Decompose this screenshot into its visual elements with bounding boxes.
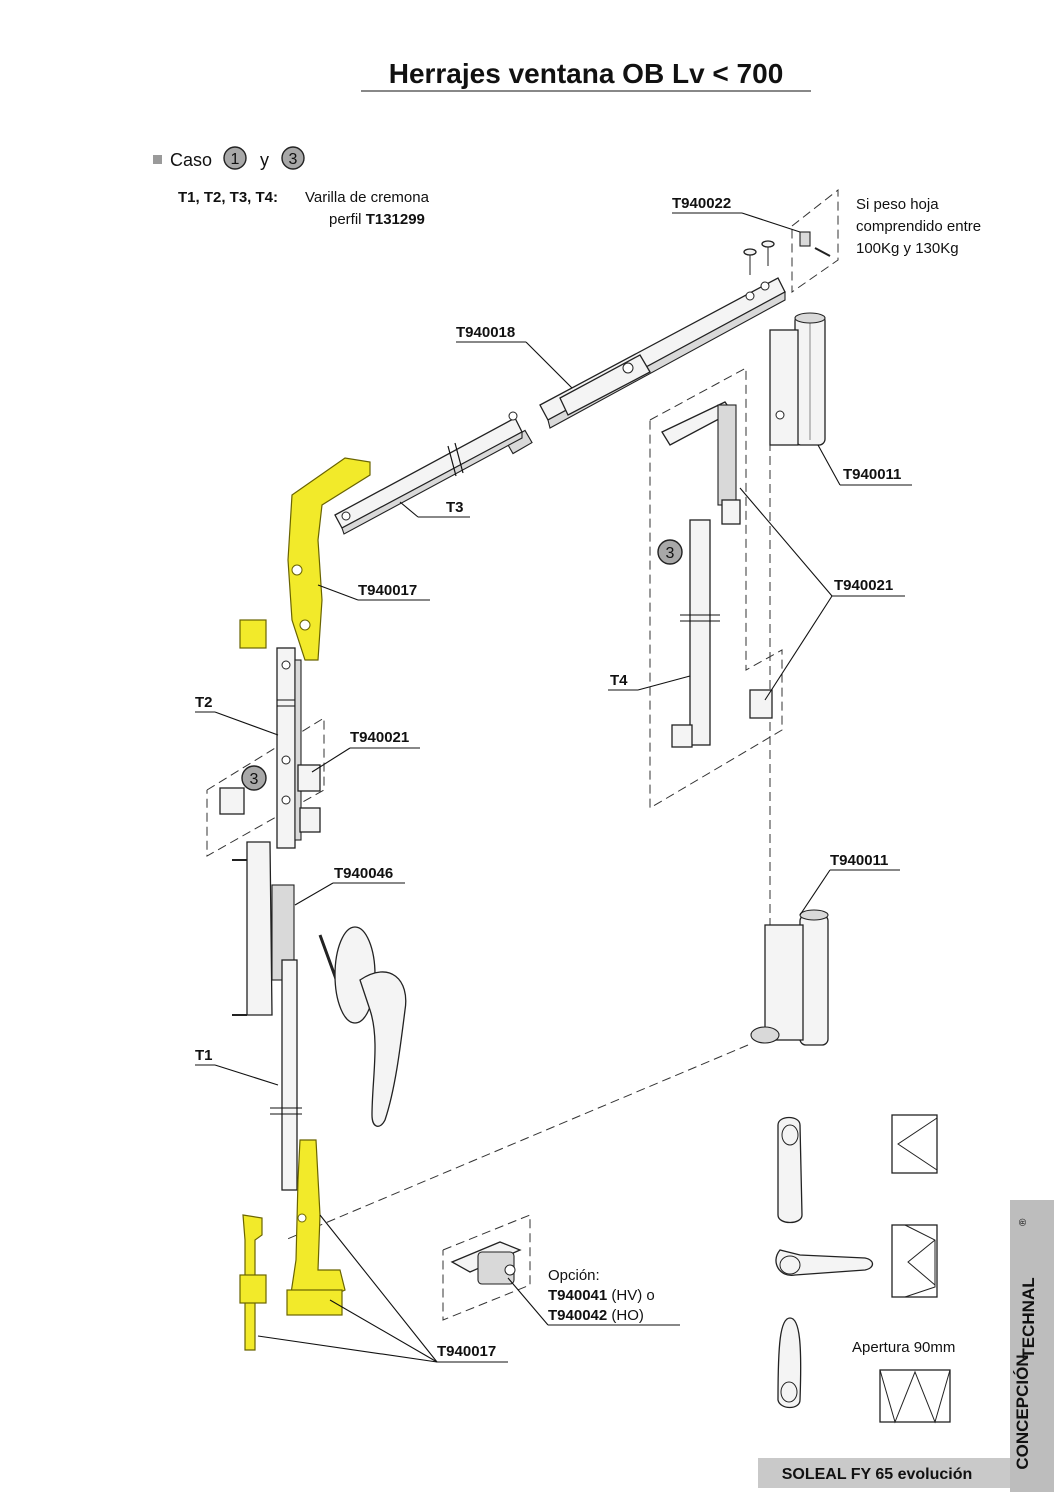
case-number-3: 3 (289, 151, 298, 168)
case-prefix: Caso (170, 150, 212, 170)
rod-t3 (334, 411, 523, 535)
sidebar-panel (1010, 1200, 1054, 1492)
page-title: Herrajes ventana OB Lv < 700 (389, 58, 784, 89)
option-suffix1: (HV) o (607, 1287, 655, 1304)
label-t2: T2 (195, 694, 213, 711)
case-circle-3 (281, 146, 305, 170)
sidebar-concepcion: CONCEPCIÓN (1013, 1354, 1032, 1469)
label-t1: T1 (195, 1047, 213, 1064)
label-t4: T4 (610, 672, 628, 689)
hinge-option-box (791, 188, 839, 293)
product-name: SOLEAL FY 65 evolución (782, 1466, 973, 1483)
label-t940018: T940018 (456, 324, 515, 341)
window-turn-icon (891, 1224, 938, 1298)
corner-drive-top-highlighted (239, 457, 371, 661)
option-suffix2: (HO) (607, 1307, 644, 1324)
right-detail-box (649, 367, 783, 809)
handle-position-icons (775, 1116, 874, 1409)
label-t940017-top: T940017 (358, 582, 417, 599)
option-line2: T940042 (HO) (548, 1307, 644, 1324)
case-3-left-number: 3 (250, 771, 259, 788)
varilla-line1: Varilla de cremona (305, 189, 430, 206)
label-t940011-top: T940011 (843, 466, 901, 483)
label-t940017-bottom: T940017 (437, 1343, 496, 1360)
bullet-square (153, 155, 162, 164)
guide-line-diagonal (284, 1044, 749, 1241)
option-heading: Opción: (548, 1267, 600, 1284)
peso-note-line2: comprendido entre (856, 218, 981, 235)
varilla-line2-code: T131299 (366, 211, 425, 228)
label-t940021-left: T940021 (350, 729, 409, 746)
bottom-hinge-t940011 (750, 909, 829, 1046)
rod-t2 (276, 647, 302, 849)
footer-panel (758, 1458, 1010, 1488)
varilla-line2-plain: perfil (329, 211, 366, 228)
stay-arm-t940018 (505, 277, 786, 455)
rod-t4 (671, 519, 720, 748)
option-code1: T940041 (548, 1287, 607, 1304)
peso-note-line1: Si peso hoja (856, 196, 939, 213)
sidebar-brand-reg: ® (1018, 1218, 1029, 1226)
window-tilt-icon (879, 1369, 951, 1423)
varilla-line2: perfil T131299 (329, 211, 425, 228)
label-t940022: T940022 (672, 195, 731, 212)
top-hinge-t940011 (769, 312, 826, 446)
case-3-right-number: 3 (666, 545, 675, 562)
corner-drive-bottom-highlighted (239, 1139, 346, 1351)
option-part (450, 1241, 522, 1285)
varilla-codes: T1, T2, T3, T4: (178, 189, 278, 206)
opening-type-icons (879, 1114, 951, 1424)
sidebar-brand: TECHNAL (1019, 1277, 1038, 1358)
label-t940021-right: T940021 (834, 577, 893, 594)
label-t940011-bottom: T940011 (830, 852, 888, 869)
case-number-1: 1 (231, 151, 240, 168)
handle-down-icon (777, 1116, 803, 1224)
option-code2: T940042 (548, 1307, 607, 1324)
screws-t940022 (743, 231, 831, 275)
handle-horizontal-icon (775, 1249, 874, 1276)
option-line1: T940041 (HV) o (548, 1287, 655, 1304)
gearbox-t940046 (232, 841, 302, 1191)
label-t3: T3 (446, 499, 464, 516)
window-handle (318, 926, 407, 1127)
label-t940046: T940046 (334, 865, 393, 882)
option-box (442, 1214, 531, 1321)
peso-note-line3: 100Kg y 130Kg (856, 240, 959, 257)
leader-lines (195, 212, 912, 1363)
case-join: y (260, 150, 269, 170)
keepers-left-t940021 (219, 764, 321, 833)
keepers-right-t940021 (657, 401, 773, 719)
case-circle-1 (223, 146, 247, 170)
apertura-label: Apertura 90mm (852, 1339, 955, 1356)
window-closed-icon (891, 1114, 938, 1174)
